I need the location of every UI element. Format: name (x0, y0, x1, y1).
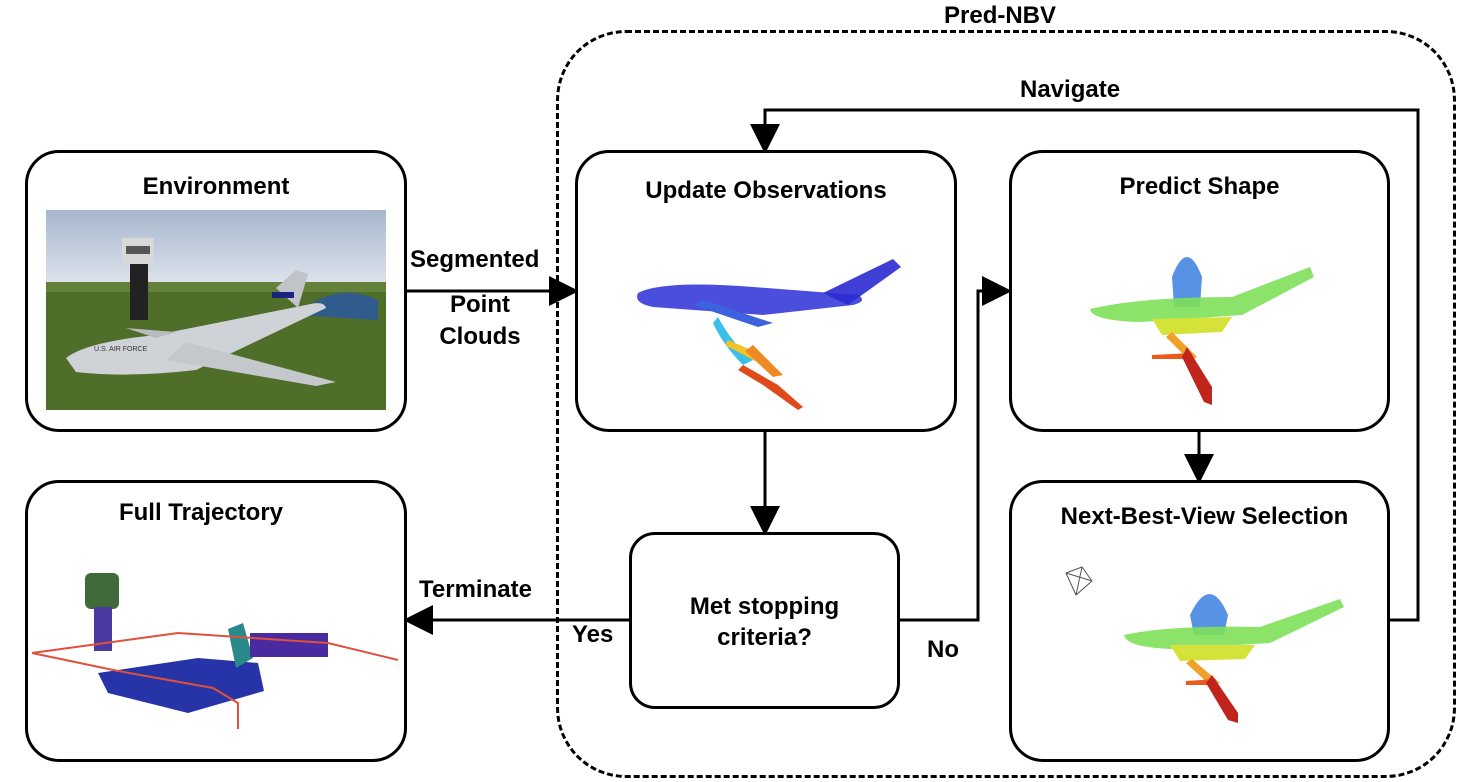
environment-box: Environment U.S. AIR FORCE (25, 150, 407, 432)
predict-shape-box: Predict Shape (1009, 150, 1390, 432)
label-no: No (927, 636, 959, 663)
aircraft-marking: U.S. AIR FORCE (94, 346, 148, 353)
predicted-pointcloud (1090, 257, 1314, 405)
camera-frustum-icon (1065, 566, 1093, 596)
update-observations-title: Update Observations (645, 177, 887, 204)
label-point-clouds: Point Clouds (439, 291, 521, 350)
environment-render: U.S. AIR FORCE (46, 210, 386, 410)
label-terminate: Terminate (419, 576, 532, 603)
full-trajectory-title: Full Trajectory (118, 499, 284, 526)
stopping-criteria-box: Met stopping criteria? (629, 532, 900, 709)
nbv-pointcloud (1124, 594, 1344, 723)
nbv-selection-box: Next-Best-View Selection (1009, 480, 1390, 762)
label-navigate: Navigate (1020, 76, 1121, 103)
pred-nbv-frame (556, 30, 1456, 778)
label-segmented: Segmented (410, 246, 540, 273)
label-yes: Yes (572, 621, 614, 648)
arrow-navigate (750, 108, 1420, 622)
partial-pointcloud (637, 259, 901, 410)
stopping-criteria-text: Met stopping criteria? (689, 593, 840, 651)
environment-title: Environment (142, 173, 290, 200)
predict-shape-title: Predict Shape (1119, 173, 1280, 200)
trajectory-render (31, 573, 399, 729)
arrow-no (899, 276, 1012, 622)
pred-nbv-title: Pred-NBV (944, 2, 1057, 29)
nbv-selection-title: Next-Best-View Selection (1060, 503, 1349, 530)
trajectory-path (31, 631, 399, 661)
update-observations-box: Update Observations (575, 150, 957, 432)
full-trajectory-box: Full Trajectory (25, 480, 407, 762)
